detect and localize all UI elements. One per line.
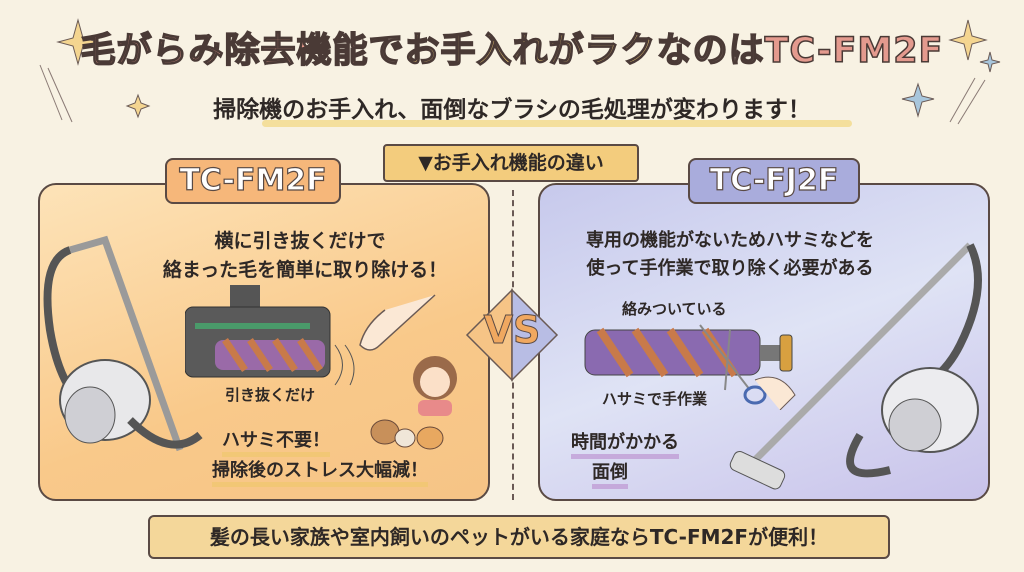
right-point-1: 時間がかかる [571, 428, 679, 459]
title-part: 毛がらみ除去機能 [80, 30, 369, 72]
family-pets-illustration [370, 356, 457, 450]
subtitle-underline [262, 120, 852, 127]
right-caption-top: 絡みついている [622, 300, 727, 318]
left-headline-1: 横に引き抜くだけで [214, 230, 386, 252]
right-headline-2: 使って手作業で取り除く必要がある [586, 258, 874, 279]
title-part: なのは [656, 30, 765, 72]
right-headline-1: 専用の機能がないためハサミなどを [586, 230, 874, 251]
vs-label: VS [483, 308, 541, 353]
subtitle: 掃除機のお手入れ、面倒なブラシの毛処理が変わります！ [213, 97, 811, 123]
right-model-label: TC-FJ2F [688, 158, 860, 204]
vs-arrows-icon [465, 288, 559, 382]
brush-head-illustration [185, 285, 436, 386]
tangled-brush-illustration [584, 324, 796, 410]
right-caption-bottom: ハサミで手作業 [602, 390, 708, 408]
left-headline-2: 絡まった毛を簡単に取り除ける！ [162, 259, 448, 281]
title-part: TC-FM2F [764, 30, 944, 72]
bottom-conclusion-banner: 髪の長い家族や室内飼いのペットがいる家庭ならTC-FM2Fが便利！ [148, 515, 890, 559]
title-part: で [368, 30, 405, 72]
vacuum-illustration-left [43, 235, 203, 452]
title-part: お手入れがラク [404, 30, 657, 72]
comparison-ribbon: ▼お手入れ機能の違い [383, 144, 639, 182]
right-point-2: 面倒 [592, 458, 628, 489]
left-point-2: 掃除後のストレス大幅減！ [212, 456, 428, 487]
left-model-label: TC-FM2F [165, 158, 341, 204]
left-point-1: ハサミ不要！ [222, 426, 330, 457]
vacuum-illustration-right [729, 242, 982, 490]
main-title: 毛がらみ除去機能でお手入れがラクなのはTC-FM2F [0, 22, 1024, 73]
sparkle-decorations [39, 18, 1001, 125]
left-caption: 引き抜くだけ [225, 386, 316, 404]
